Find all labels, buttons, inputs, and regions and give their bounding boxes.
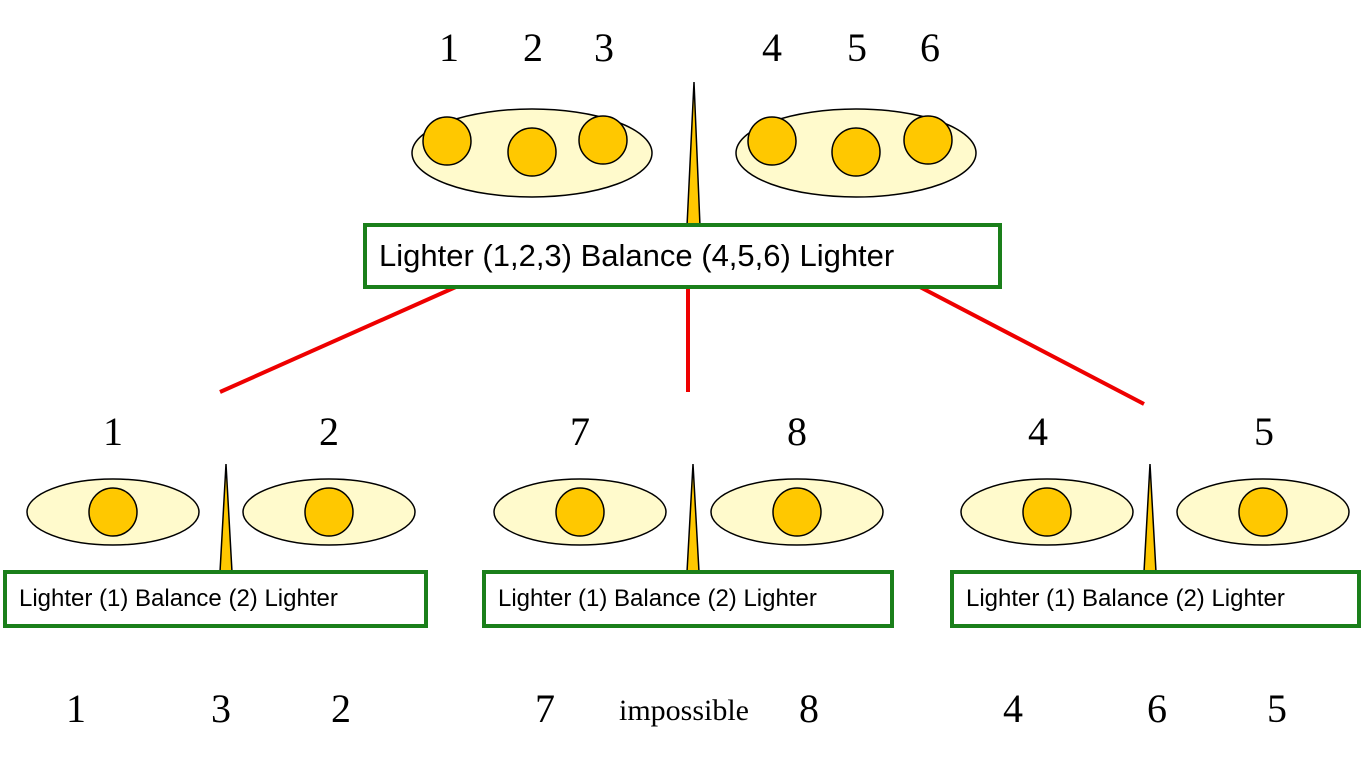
top-left-number-2: 2 bbox=[523, 25, 543, 70]
branch-1-left-number: 1 bbox=[103, 409, 123, 454]
branch-2-result-label: Lighter (1) Balance (2) Lighter bbox=[498, 585, 817, 612]
top-right-number-4: 4 bbox=[762, 25, 782, 70]
branch-1-pointer bbox=[219, 463, 233, 573]
branch-2-outcome-balance: impossible bbox=[618, 694, 750, 727]
branch-1-outcome-balance: 3 bbox=[211, 686, 231, 731]
branch-3-result-box: Lighter (1) Balance (2) Lighter bbox=[950, 570, 1361, 628]
branch-1-right-coin bbox=[304, 487, 354, 537]
branch-3-result-label: Lighter (1) Balance (2) Lighter bbox=[966, 585, 1285, 612]
branch-1-left-coin bbox=[88, 487, 138, 537]
top-right-number-5: 5 bbox=[847, 25, 867, 70]
top-right-number-6: 6 bbox=[920, 25, 940, 70]
coin-2 bbox=[507, 127, 557, 177]
branch-2-outcome-left: 7 bbox=[535, 686, 555, 731]
branch-3-outcome-balance: 6 bbox=[1147, 686, 1167, 731]
top-left-number-3: 3 bbox=[594, 25, 614, 70]
coin-4 bbox=[747, 116, 797, 166]
branch-2-outcome-right: 8 bbox=[799, 686, 819, 731]
branch-3-left-coin bbox=[1022, 487, 1072, 537]
branch-3-outcome-left: 4 bbox=[1003, 686, 1023, 731]
coin-1 bbox=[422, 116, 472, 166]
coin-3 bbox=[578, 115, 628, 165]
branch-2-result-box: Lighter (1) Balance (2) Lighter bbox=[482, 570, 894, 628]
branch-2-left-coin bbox=[555, 487, 605, 537]
branch-3-outcome-right: 5 bbox=[1267, 686, 1287, 731]
coin-5 bbox=[831, 127, 881, 177]
branch-2-left-number: 7 bbox=[570, 409, 590, 454]
top-result-label: Lighter (1,2,3) Balance (4,5,6) Lighter bbox=[379, 238, 895, 273]
top-result-box: Lighter (1,2,3) Balance (4,5,6) Lighter bbox=[363, 223, 1002, 289]
coin-6 bbox=[903, 115, 953, 165]
branch-1-outcome-left: 1 bbox=[66, 686, 86, 731]
branch-3-pointer bbox=[1143, 463, 1157, 573]
branch-1-result-label: Lighter (1) Balance (2) Lighter bbox=[19, 585, 338, 612]
branch-1-right-number: 2 bbox=[319, 409, 339, 454]
branch-2-pointer bbox=[686, 463, 700, 573]
top-left-number-1: 1 bbox=[439, 25, 459, 70]
connector-right bbox=[917, 284, 1145, 406]
branch-3-left-number: 4 bbox=[1028, 409, 1048, 454]
branch-2-right-number: 8 bbox=[787, 409, 807, 454]
connector-left bbox=[219, 284, 459, 394]
branch-3-right-coin bbox=[1238, 487, 1288, 537]
branch-3-right-number: 5 bbox=[1254, 409, 1274, 454]
top-scale-pointer bbox=[686, 81, 701, 227]
branch-2-right-coin bbox=[772, 487, 822, 537]
branch-1-result-box: Lighter (1) Balance (2) Lighter bbox=[3, 570, 428, 628]
branch-1-outcome-right: 2 bbox=[331, 686, 351, 731]
